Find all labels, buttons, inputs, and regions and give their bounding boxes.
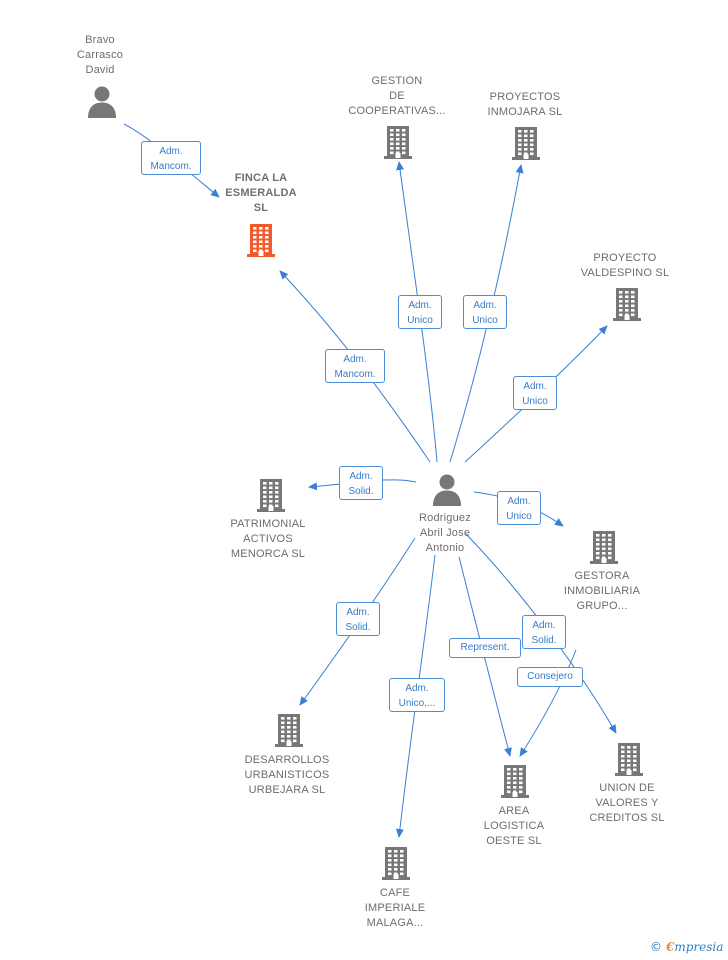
node-label-valdespino[interactable]: PROYECTO VALDESPINO SL: [580, 252, 670, 279]
edge-label-bravo-finca[interactable]: Adm. Mancom.: [141, 141, 201, 175]
node-label-desarrollos[interactable]: DESARROLLOS URBANISTICOS URBEJARA SL: [244, 753, 330, 796]
edge-label-rod-proyectos[interactable]: Adm. Unico: [463, 295, 507, 329]
node-label-gestora[interactable]: GESTORA INMOBILIARIA GRUPO...: [563, 569, 641, 612]
edge-label-rod-gestion[interactable]: Adm. Unico: [398, 295, 442, 329]
node-label-bravo[interactable]: Bravo Carrasco David: [76, 33, 124, 76]
node-label-union[interactable]: UNION DE VALORES Y CREDITOS SL: [589, 781, 665, 824]
edge-label-rod-desarrollos[interactable]: Adm. Solid.: [336, 602, 380, 636]
edge-label-rod-cafe[interactable]: Adm. Unico,...: [389, 678, 445, 712]
edge-label-rod-union[interactable]: Adm. Solid.: [522, 615, 566, 649]
building-icon-gestora[interactable]: [587, 529, 621, 565]
node-label-cafe[interactable]: CAFE IMPERIALE MALAGA...: [364, 886, 426, 929]
node-label-proyectos[interactable]: PROYECTOS INMOJARA SL: [487, 91, 563, 118]
node-label-rodriguez[interactable]: Rodriguez Abril Jose Antonio: [419, 511, 471, 554]
node-label-patrimonial[interactable]: PATRIMONIAL ACTIVOS MENORCA SL: [230, 517, 306, 560]
building-icon-valdespino[interactable]: [610, 286, 644, 322]
person-icon-rodriguez[interactable]: [430, 472, 464, 508]
edge-rod-area-cons: [519, 649, 577, 757]
building-icon-gestion[interactable]: [381, 124, 415, 160]
footer-brand: © €mpresia: [650, 940, 723, 954]
edge-label-rod-valdespino[interactable]: Adm. Unico: [513, 376, 557, 410]
building-icon-patrimonial[interactable]: [254, 477, 288, 513]
node-label-area[interactable]: AREA LOGISTICA OESTE SL: [483, 804, 545, 847]
building-icon-cafe[interactable]: [379, 845, 413, 881]
building-icon-finca[interactable]: [244, 222, 278, 258]
copyright-symbol: ©: [650, 940, 662, 954]
edge-label-rod-gestora[interactable]: Adm. Unico: [497, 491, 541, 525]
building-icon-area[interactable]: [498, 763, 532, 799]
edge-label-rod-finca[interactable]: Adm. Mancom.: [325, 349, 385, 383]
person-icon-bravo[interactable]: [85, 84, 119, 120]
edge-label-rod-area-cons[interactable]: Consejero: [517, 667, 583, 687]
building-icon-desarrollos[interactable]: [272, 712, 306, 748]
edge-rod-area-rep: [458, 556, 512, 757]
building-icon-proyectos[interactable]: [509, 125, 543, 161]
brand-logo-text: mpresia: [674, 940, 724, 954]
edge-label-rod-area-rep[interactable]: Represent.: [449, 638, 521, 658]
brand-logo-e: €: [666, 940, 675, 954]
edge-label-rod-patrimonial[interactable]: Adm. Solid.: [339, 466, 383, 500]
node-label-finca[interactable]: FINCA LA ESMERALDA SL: [225, 171, 297, 214]
building-icon-union[interactable]: [612, 741, 646, 777]
node-label-gestion[interactable]: GESTION DE COOPERATIVAS...: [348, 74, 446, 117]
